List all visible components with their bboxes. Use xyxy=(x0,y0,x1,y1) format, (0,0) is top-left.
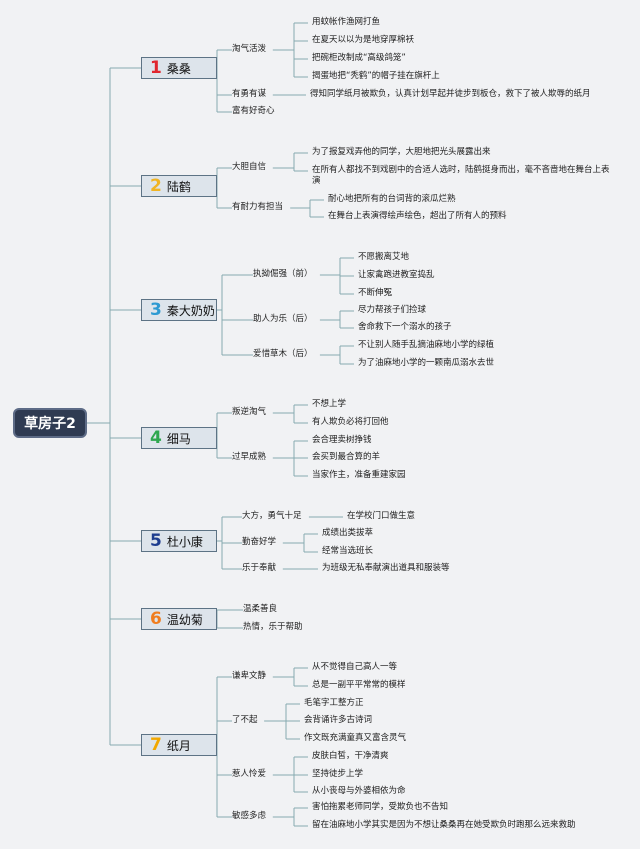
trait-label[interactable]: 执拗倔强（前） xyxy=(253,269,313,279)
detail-text: 在舞台上表演得绘声绘色，超出了所有人的预料 xyxy=(328,211,507,221)
detail-text: 有人欺负必将打回他 xyxy=(312,417,389,427)
trait-label[interactable]: 有勇有谋 xyxy=(232,89,267,99)
trait-label[interactable]: 富有好奇心 xyxy=(232,106,275,116)
detail-text: 害怕拖累老师同学，受欺负也不告知 xyxy=(312,802,449,812)
detail-text: 总是一副平平常常的模样 xyxy=(312,680,406,690)
chapter-name: 温幼菊 xyxy=(166,612,203,627)
detail-text: 让家禽跑进教室捣乱 xyxy=(358,270,435,280)
detail-text: 为班级无私奉献演出道具和服装等 xyxy=(322,563,450,573)
detail-text: 作文既充满童真又富含灵气 xyxy=(304,733,407,743)
chapter-name: 纸月 xyxy=(166,738,191,753)
chapter-number: 4 xyxy=(150,428,162,448)
chapter-number: 1 xyxy=(150,58,162,78)
detail-text: 为了报复戏弄他的同学，大胆地把光头展露出来 xyxy=(312,147,491,157)
chapter-number: 2 xyxy=(150,176,162,196)
detail-text: 耐心地把所有的台词背的滚瓜烂熟 xyxy=(328,194,456,204)
detail-text: 不让别人随手乱摘油麻地小学的绿植 xyxy=(358,340,495,350)
detail-text: 当家作主，准备重建家园 xyxy=(312,470,406,480)
chapter-number: 5 xyxy=(150,531,162,551)
trait-label[interactable]: 了不起 xyxy=(232,715,258,725)
detail-text: 成绩出类拔萃 xyxy=(322,528,374,538)
detail-text: 把碗柜改制成“高级鸽笼” xyxy=(312,53,406,63)
detail-text: 皮肤白皙，干净清爽 xyxy=(312,751,389,761)
chapter-name: 细马 xyxy=(166,431,191,446)
trait-label[interactable]: 惹人怜爱 xyxy=(232,769,267,779)
detail-text: 毛笔字工整方正 xyxy=(304,698,364,708)
detail-text: 在所有人都找不到戏剧中的合适人选时，陆鹤挺身而出，毫不吝啬地在舞台上表演 xyxy=(312,165,610,186)
detail-text: 为了油麻地小学的一颗南瓜溺水去世 xyxy=(358,358,495,368)
chapter-name: 杜小康 xyxy=(166,534,203,549)
trait-label[interactable]: 敏感多虑 xyxy=(232,811,267,821)
chapter-number: 6 xyxy=(150,609,162,629)
detail-text: 不想上学 xyxy=(312,399,347,409)
detail-text: 舍命救下一个溺水的孩子 xyxy=(358,322,452,332)
chapter-name: 陆鹤 xyxy=(166,179,191,194)
trait-label[interactable]: 过早成熟 xyxy=(232,452,267,462)
detail-text: 在学校门口做生意 xyxy=(347,511,416,521)
detail-text: 得知同学纸月被欺负，认真计划早起并徒步到板仓，救下了被人欺辱的纸月 xyxy=(310,89,591,99)
chapter-name: 桑桑 xyxy=(166,61,191,76)
detail-text: 会买到最合算的羊 xyxy=(312,452,381,462)
trait-label[interactable]: 温柔善良 xyxy=(243,604,278,614)
detail-text: 坚持徒步上学 xyxy=(312,769,364,779)
chapter-node-5[interactable]: 5 杜小康 xyxy=(141,530,217,552)
detail-text: 不断伸冤 xyxy=(358,288,393,298)
detail-text: 在夏天以以为是地穿厚棉袄 xyxy=(312,35,415,45)
chapter-node-6[interactable]: 6 温幼菊 xyxy=(141,608,217,630)
chapter-node-1[interactable]: 1 桑桑 xyxy=(141,57,217,79)
detail-text: 会合理卖树挣钱 xyxy=(312,435,372,445)
trait-label[interactable]: 大方，勇气十足 xyxy=(242,511,302,521)
chapter-node-3[interactable]: 3 秦大奶奶 xyxy=(141,299,217,321)
trait-label[interactable]: 大胆自信 xyxy=(232,162,267,172)
root-node[interactable]: 草房子2 xyxy=(13,408,87,438)
detail-text: 留在油麻地小学其实是因为不想让桑桑再在她受欺负时跑那么远来救助 xyxy=(312,820,576,830)
trait-label[interactable]: 乐于奉献 xyxy=(242,563,277,573)
detail-text: 用蚊帐作渔网打鱼 xyxy=(312,17,381,27)
trait-label[interactable]: 热情，乐于帮助 xyxy=(243,622,303,632)
trait-label[interactable]: 叛逆淘气 xyxy=(232,407,267,417)
detail-text: 不愿搬离艾地 xyxy=(358,252,410,262)
detail-text: 揭蛋地把“秃鹤”的帽子挂在旗杆上 xyxy=(312,71,440,81)
detail-text: 会背诵许多古诗词 xyxy=(304,715,373,725)
detail-text: 经常当选班长 xyxy=(322,546,374,556)
detail-text: 从小丧母与外婆相依为命 xyxy=(312,786,406,796)
detail-text: 从不觉得自己高人一等 xyxy=(312,662,398,672)
chapter-number: 3 xyxy=(150,300,162,320)
chapter-node-7[interactable]: 7 纸月 xyxy=(141,734,217,756)
trait-label[interactable]: 勤奋好学 xyxy=(242,537,277,547)
trait-label[interactable]: 谦卑文静 xyxy=(232,671,267,681)
chapter-node-4[interactable]: 4 细马 xyxy=(141,427,217,449)
detail-text: 尽力帮孩子们捡球 xyxy=(358,305,427,315)
chapter-node-2[interactable]: 2 陆鹤 xyxy=(141,175,217,197)
chapter-name: 秦大奶奶 xyxy=(166,303,215,318)
trait-label[interactable]: 有耐力有担当 xyxy=(232,202,284,212)
trait-label[interactable]: 爱惜草木（后） xyxy=(253,349,313,359)
trait-label[interactable]: 助人为乐（后） xyxy=(253,314,313,324)
chapter-number: 7 xyxy=(150,735,162,755)
trait-label[interactable]: 淘气活泼 xyxy=(232,44,267,54)
